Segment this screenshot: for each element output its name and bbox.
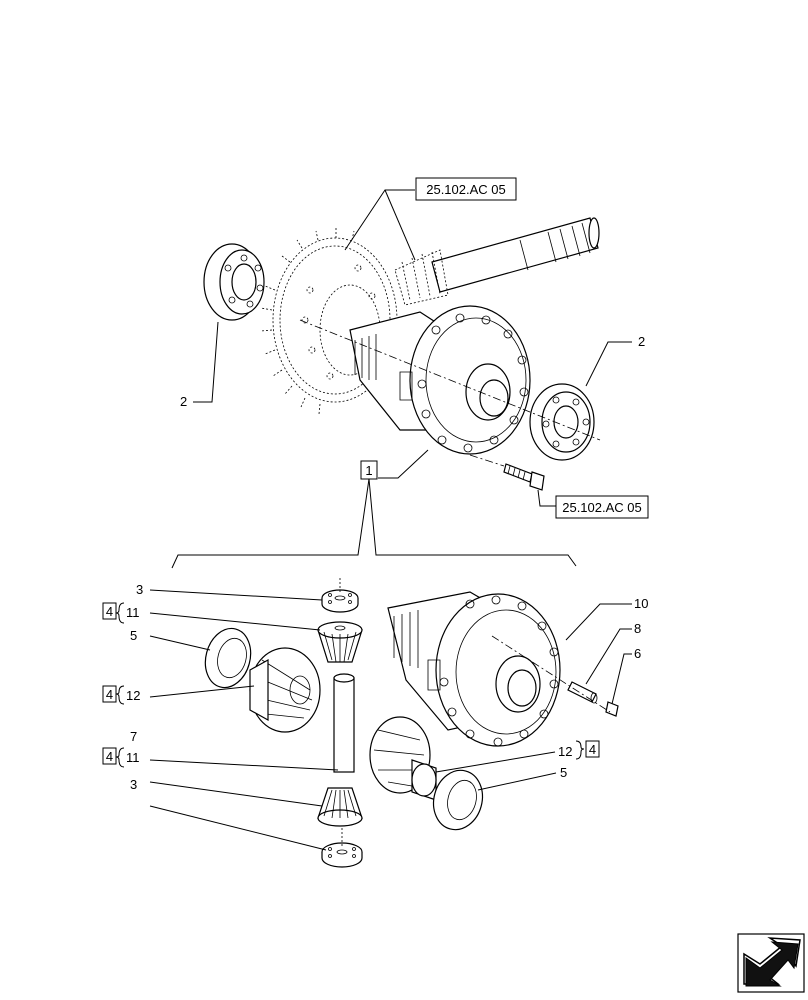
callout-3-bottom: 3 — [130, 777, 137, 792]
leaders-lower — [149, 589, 632, 851]
differential-case-upper — [349, 305, 531, 455]
callout-11-bottom: 11 — [126, 750, 140, 765]
bracket-left — [171, 478, 370, 569]
callout-2-left: 2 — [180, 394, 187, 409]
side-gear-left — [249, 647, 321, 733]
callout-6: 6 — [634, 646, 641, 661]
callout-7: 7 — [130, 729, 137, 744]
bearing-left — [203, 243, 265, 321]
planet-pinion-top — [317, 621, 363, 663]
callout-4-c-box: 4 — [102, 747, 117, 765]
ref-label-top: 25.102.AC 05 — [426, 182, 506, 197]
differential-case-lower — [387, 591, 561, 747]
ref-box-top[interactable]: 25.102.AC 05 — [415, 177, 517, 201]
callout-5-left: 5 — [130, 628, 137, 643]
brace-11-bottom — [115, 747, 125, 768]
callout-8: 8 — [634, 621, 641, 636]
callout-4-b-box: 4 — [102, 685, 117, 703]
callout-1-box: 1 — [360, 460, 378, 480]
roll-pin — [567, 681, 598, 704]
bolt — [503, 463, 545, 491]
callout-1: 1 — [365, 463, 372, 478]
brace-11-top — [115, 602, 125, 624]
lock-pin — [605, 701, 619, 717]
spider-pin — [333, 673, 355, 773]
callout-4-d-box: 4 — [585, 740, 600, 758]
callout-10: 10 — [634, 596, 648, 611]
ref-box-bolt[interactable]: 25.102.AC 05 — [555, 495, 649, 519]
pinion-shaft — [394, 217, 600, 306]
brace-12-left — [115, 685, 125, 705]
axis-line-upper — [299, 319, 601, 441]
axis-line-bolt — [469, 454, 505, 467]
thrust-washer-bottom — [321, 828, 363, 868]
axis-line-lower — [491, 635, 611, 713]
callout-4-b: 4 — [106, 687, 113, 702]
callout-2-right: 2 — [638, 334, 645, 349]
callout-12-left: 12 — [126, 688, 140, 703]
callout-4-d: 4 — [589, 742, 596, 757]
thrust-washer-top — [321, 578, 359, 613]
callout-12-right: 12 — [558, 744, 572, 759]
callout-5-right: 5 — [560, 765, 567, 780]
callout-11-top: 11 — [126, 605, 140, 620]
bearing-right — [529, 383, 595, 461]
planet-pinion-bottom — [317, 787, 363, 827]
callout-4-c: 4 — [106, 749, 113, 764]
ref-label-bolt: 25.102.AC 05 — [562, 500, 642, 515]
leaders-upper — [193, 189, 632, 507]
callout-4-a-box: 4 — [102, 602, 117, 620]
thrust-washer-right — [432, 769, 484, 831]
callout-3-top: 3 — [136, 582, 143, 597]
next-page-arrow-icon[interactable] — [737, 933, 805, 993]
side-gear-right — [369, 716, 437, 801]
callout-4-a: 4 — [106, 604, 113, 619]
thrust-washer-left — [204, 627, 252, 689]
bracket-right — [368, 478, 577, 567]
brace-12-right — [575, 740, 585, 760]
